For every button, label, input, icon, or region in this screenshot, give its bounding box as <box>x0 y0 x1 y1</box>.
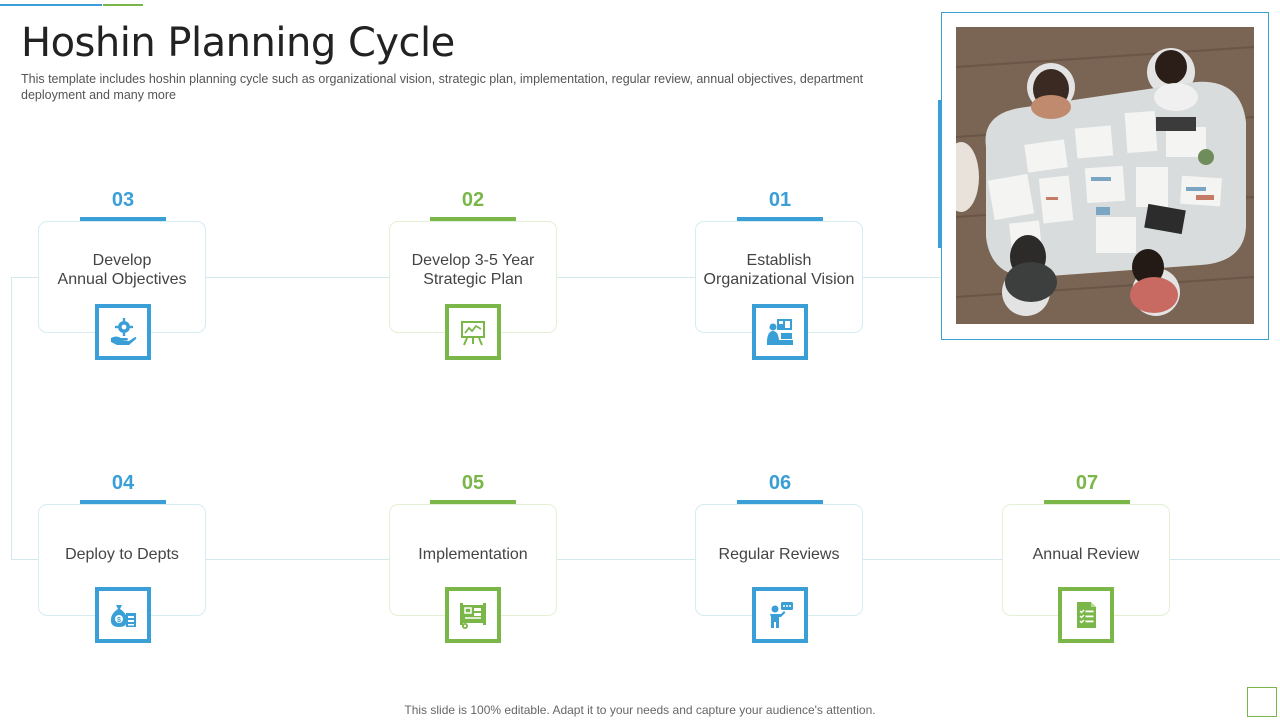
step-number-bar <box>430 217 516 221</box>
speaker-review-icon <box>770 602 793 628</box>
step-number: 04 <box>111 472 135 494</box>
step-number-bar <box>80 500 166 504</box>
step-icon-box <box>445 304 501 360</box>
photo-accent-bar <box>938 100 942 248</box>
step-number-bar <box>80 217 166 221</box>
step-card: Regular Reviews <box>695 504 863 616</box>
step-number-bar <box>1044 500 1130 504</box>
step-icon-box <box>1058 587 1114 643</box>
checklist-document-icon <box>1077 602 1096 628</box>
step-number: 07 <box>1075 472 1099 494</box>
step-label: Implementation <box>418 546 528 563</box>
step-label: Establish Organizational Vision <box>703 252 855 288</box>
step-icon-box <box>95 304 151 360</box>
footer-note: This slide is 100% editable. Adapt it to… <box>404 703 876 717</box>
team-meeting-photo <box>956 27 1254 324</box>
svg-text:$: $ <box>117 617 121 624</box>
step-icon-box: $ <box>95 587 151 643</box>
step-number: 05 <box>461 472 485 494</box>
vision-dashboard-icon <box>767 319 793 345</box>
page-subtitle: This template includes hoshin planning c… <box>21 72 864 102</box>
step-number: 02 <box>461 189 485 211</box>
step-number: 06 <box>768 472 792 494</box>
connector-bottom-row <box>11 559 1280 560</box>
step-number: 01 <box>768 189 792 211</box>
step-number: 03 <box>111 189 135 211</box>
top-accent-green <box>103 4 143 6</box>
step-label: Annual Review <box>1032 546 1140 563</box>
top-accent-blue <box>0 4 102 6</box>
money-bag-icon: $ <box>110 605 136 627</box>
page-title: Hoshin Planning Cycle <box>21 20 455 66</box>
step-icon-box <box>752 587 808 643</box>
step-icon-box <box>752 304 808 360</box>
step-label: Develop 3-5 Year Strategic Plan <box>411 252 535 288</box>
corner-box <box>1247 687 1277 717</box>
hand-gear-icon <box>111 318 137 345</box>
step-number-bar <box>737 217 823 221</box>
connector-left-vertical <box>11 277 12 559</box>
step-number-bar <box>430 500 516 504</box>
step-label: Deploy to Depts <box>65 546 179 563</box>
blueprint-plan-icon <box>460 603 486 629</box>
presentation-board-icon <box>461 321 485 346</box>
step-label: Develop Annual Objectives <box>57 252 187 288</box>
step-number-bar <box>737 500 823 504</box>
step-label: Regular Reviews <box>718 546 840 563</box>
step-icon-box <box>445 587 501 643</box>
